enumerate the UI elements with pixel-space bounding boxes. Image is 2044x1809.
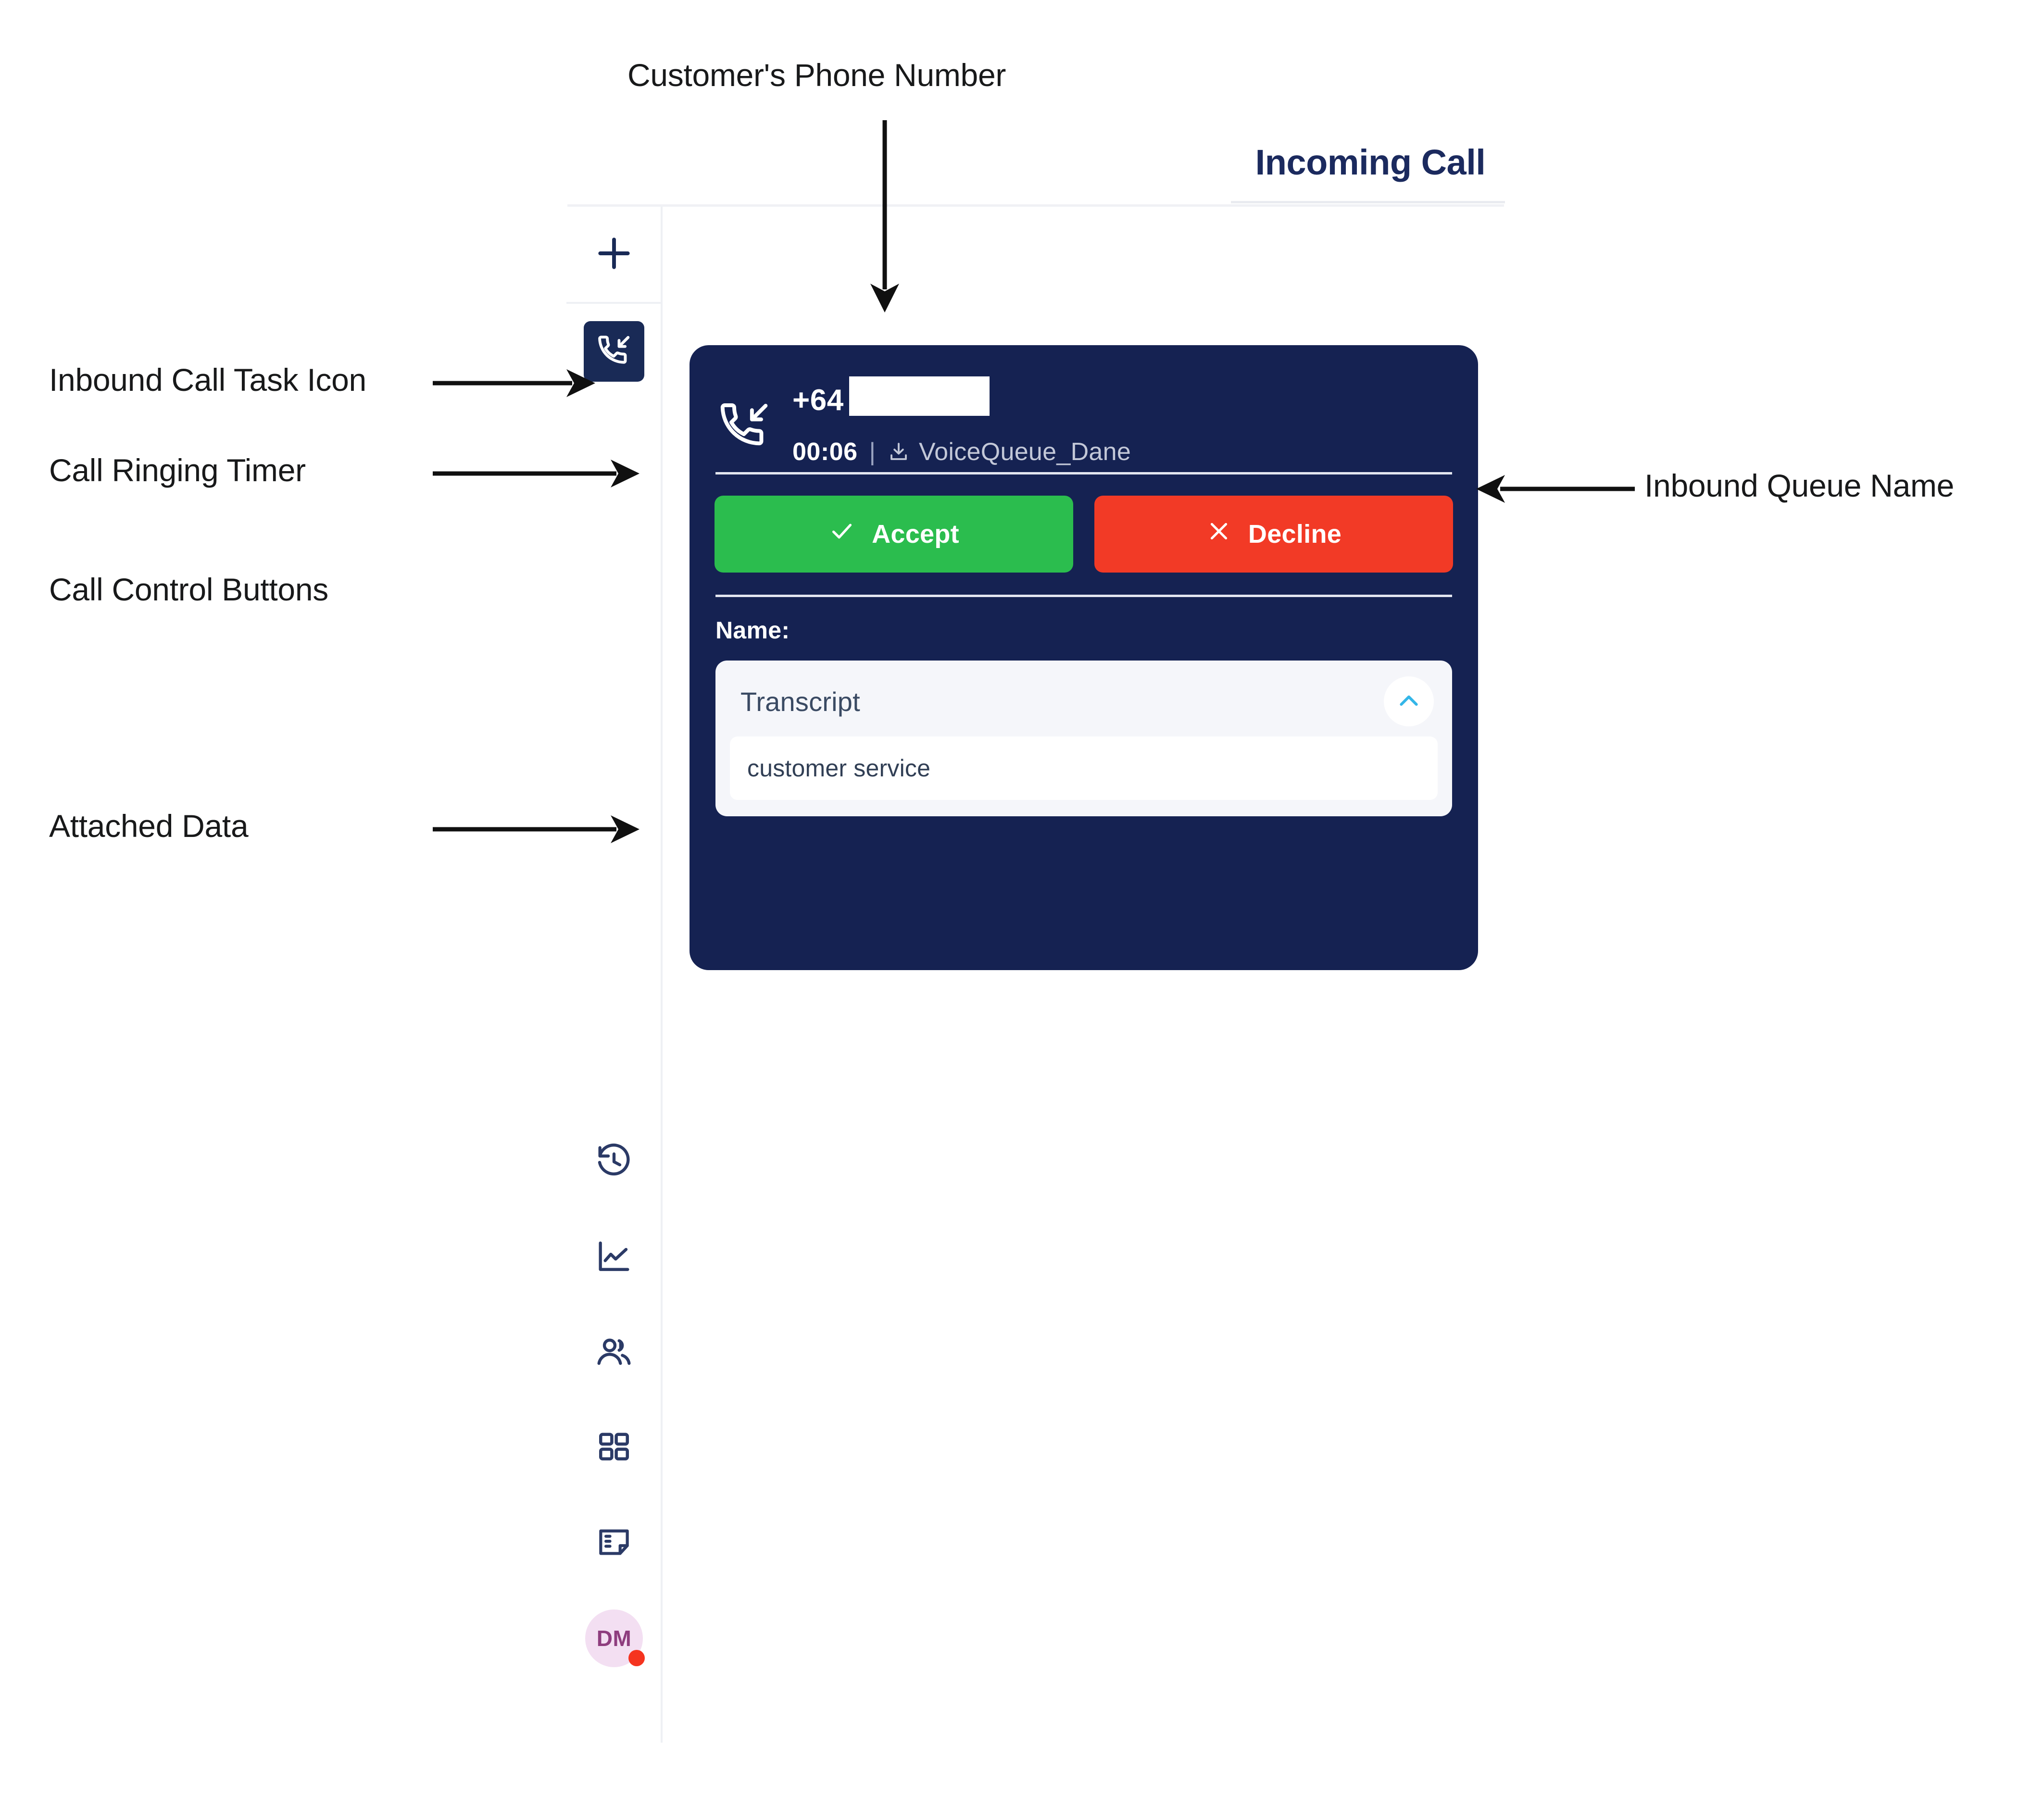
status-badge (628, 1650, 645, 1666)
annotation-label-attached-data: Attached Data (49, 808, 249, 844)
page-title: Incoming Call (1255, 142, 1486, 182)
user-avatar-button[interactable]: DM (566, 1591, 662, 1686)
transcript-body: customer service (730, 736, 1438, 800)
annotation-label-customers-phone-number: Customer's Phone Number (627, 57, 1006, 93)
annotation-arrow-right-task-icon (433, 369, 595, 397)
grid-apps-icon (596, 1429, 632, 1467)
annotation-label-inbound-call-task-icon: Inbound Call Task Icon (49, 362, 366, 398)
call-ringing-timer: 00:06 (792, 438, 858, 466)
call-control-buttons: Accept Decline (715, 474, 1453, 595)
annotation-arrow-right-timer (433, 460, 640, 487)
annotation-label-call-ringing-timer: Call Ringing Timer (49, 452, 306, 488)
new-task-button[interactable] (566, 207, 662, 302)
chevron-up-icon (1395, 687, 1423, 716)
caller-phone-number-text: +64 (792, 384, 844, 417)
transcript-collapse-button[interactable] (1384, 676, 1434, 726)
sidebar-item-inbound-call-task[interactable] (566, 304, 662, 399)
sidebar-item-contacts[interactable] (566, 1305, 662, 1400)
transcript-header: Transcript (730, 673, 1438, 730)
line-chart-icon (595, 1237, 633, 1278)
accept-button-label: Accept (872, 520, 959, 549)
decline-button[interactable]: Decline (1094, 496, 1453, 573)
card-divider-top (715, 472, 1452, 474)
sidebar-item-analytics[interactable] (566, 1210, 662, 1305)
sidebar-item-history[interactable] (566, 1115, 662, 1210)
plus-icon (593, 233, 635, 276)
phone-number-redaction (849, 376, 990, 416)
header-divider (1231, 201, 1505, 203)
annotation-label-inbound-queue-name: Inbound Queue Name (1644, 468, 1955, 503)
annotation-label-call-control-buttons: Call Control Buttons (49, 572, 328, 607)
note-icon (595, 1523, 633, 1563)
annotation-arrow-down (870, 120, 899, 312)
inbound-call-icon (717, 399, 778, 452)
x-icon (1206, 518, 1232, 550)
incoming-call-card: +64 00:06 | VoiceQueue_Dane (690, 345, 1478, 970)
transcript-panel: Transcript customer service (715, 661, 1452, 816)
caller-phone-number: +64 (792, 376, 1131, 422)
people-icon (595, 1333, 633, 1373)
transcript-title: Transcript (740, 686, 860, 717)
call-meta: +64 00:06 | VoiceQueue_Dane (792, 376, 1131, 467)
annotation-arrow-right-attached-data (433, 815, 640, 843)
transcript-text: customer service (747, 755, 931, 782)
attached-data-name-label: Name: (715, 617, 790, 644)
inbound-queue-name: VoiceQueue_Dane (919, 438, 1131, 466)
left-icon-rail: DM (566, 207, 663, 1743)
subline-separator: | (869, 438, 876, 466)
accept-button[interactable]: Accept (715, 496, 1073, 573)
task-chip (584, 321, 644, 382)
inbound-call-icon (596, 333, 632, 371)
rail-divider (566, 302, 662, 304)
sidebar-item-notes[interactable] (566, 1496, 662, 1591)
call-subline: 00:06 | VoiceQueue_Dane (792, 437, 1131, 467)
decline-button-label: Decline (1248, 520, 1342, 549)
inbound-queue-icon (887, 440, 910, 463)
annotation-arrow-left-queue-name (1476, 475, 1635, 503)
card-divider-bottom (715, 595, 1452, 597)
avatar-initials: DM (596, 1626, 632, 1651)
history-clock-icon (595, 1142, 633, 1183)
call-header: +64 00:06 | VoiceQueue_Dane (715, 345, 1453, 472)
check-icon (828, 518, 855, 551)
sidebar-item-apps[interactable] (566, 1400, 662, 1496)
avatar: DM (585, 1609, 645, 1667)
